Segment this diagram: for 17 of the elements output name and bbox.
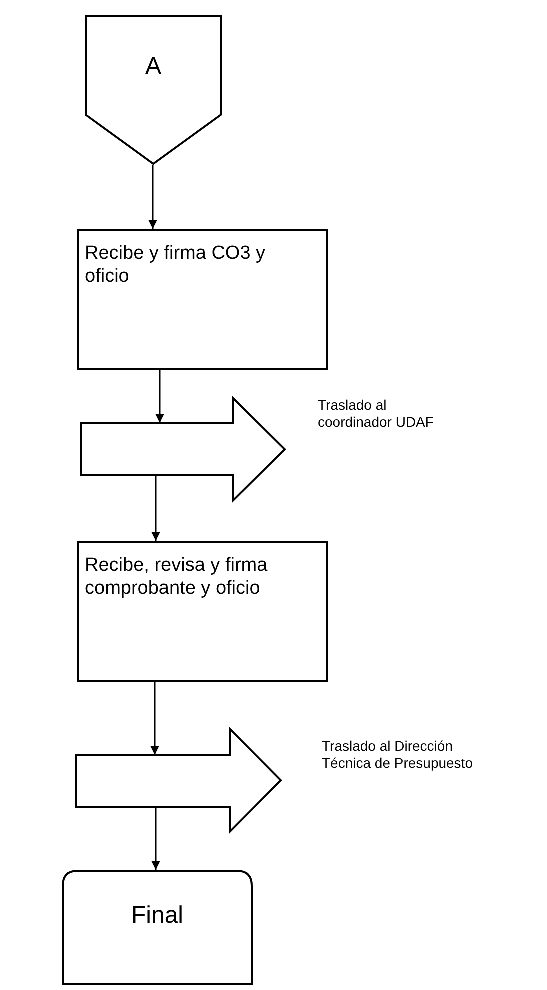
arrow — [152, 807, 160, 870]
node-label: Recibe y firma CO3 y oficio — [85, 243, 267, 289]
node-label: Final — [130, 902, 185, 931]
node-label: Recibe, revisa y firma comprobante y oficio — [85, 555, 269, 601]
step-note: Traslado al Dirección Técnica de Presupuesto — [322, 738, 474, 772]
transfer-step-shape — [75, 728, 282, 833]
arrow — [148, 165, 158, 229]
process-box — [77, 541, 328, 682]
terminal-box — [62, 870, 253, 985]
arrow — [156, 370, 164, 423]
transfer-step-shape — [80, 397, 286, 502]
node-label: A — [144, 53, 162, 82]
arrow — [152, 475, 160, 541]
process-box — [77, 229, 328, 370]
off-page-connector — [85, 15, 222, 165]
step-note: Traslado al coordinador UDAF — [318, 397, 435, 431]
arrow — [150, 682, 160, 755]
